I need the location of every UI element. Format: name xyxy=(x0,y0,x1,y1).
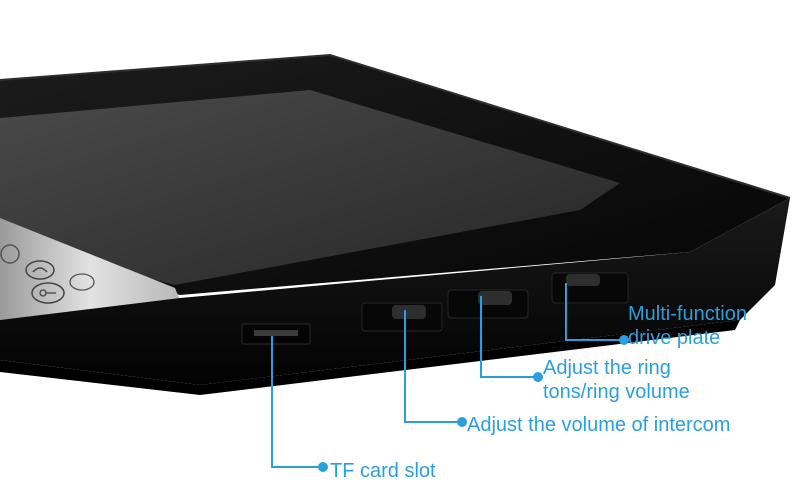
tf-card-slot xyxy=(254,330,298,336)
key-icon xyxy=(31,282,65,304)
device-side-face xyxy=(0,198,790,385)
multi-function-label-line2: drive plate xyxy=(628,327,721,349)
intercom-volume-callout: Adjust the volume of intercom xyxy=(467,413,730,437)
intercom-volume-wheel xyxy=(392,305,426,319)
microphone-icon xyxy=(0,244,20,264)
tf-card-leader-line xyxy=(271,336,323,468)
tf-card-label: TF card slot xyxy=(330,460,436,482)
device-top-edge xyxy=(0,53,791,199)
phone-icon xyxy=(25,260,55,280)
tf-card-callout: TF card slot xyxy=(330,459,436,483)
multi-function-label-line1: Multi-function xyxy=(628,303,747,325)
multi-function-leader-dot xyxy=(619,335,629,345)
ring-volume-leader-dot xyxy=(533,372,543,382)
key-icon xyxy=(69,273,95,291)
intercom-volume-label: Adjust the volume of intercom xyxy=(467,414,731,436)
ring-volume-callout: Adjust the ring tons/ring volume xyxy=(543,356,690,404)
multi-function-drive-plate xyxy=(566,274,600,286)
ring-volume-label-line2: tons/ring volume xyxy=(543,381,690,403)
multi-function-leader-line xyxy=(565,283,624,341)
device-screen xyxy=(0,90,620,285)
intercom-leader-dot xyxy=(457,417,467,427)
ring-volume-wheel xyxy=(478,291,512,305)
ring-volume-label-line1: Adjust the ring xyxy=(543,357,671,379)
intercom-leader-line xyxy=(404,310,462,423)
ring-volume-leader-line xyxy=(480,296,538,378)
tf-card-leader-dot xyxy=(318,462,328,472)
multi-function-callout: Multi-function drive plate xyxy=(628,302,747,350)
